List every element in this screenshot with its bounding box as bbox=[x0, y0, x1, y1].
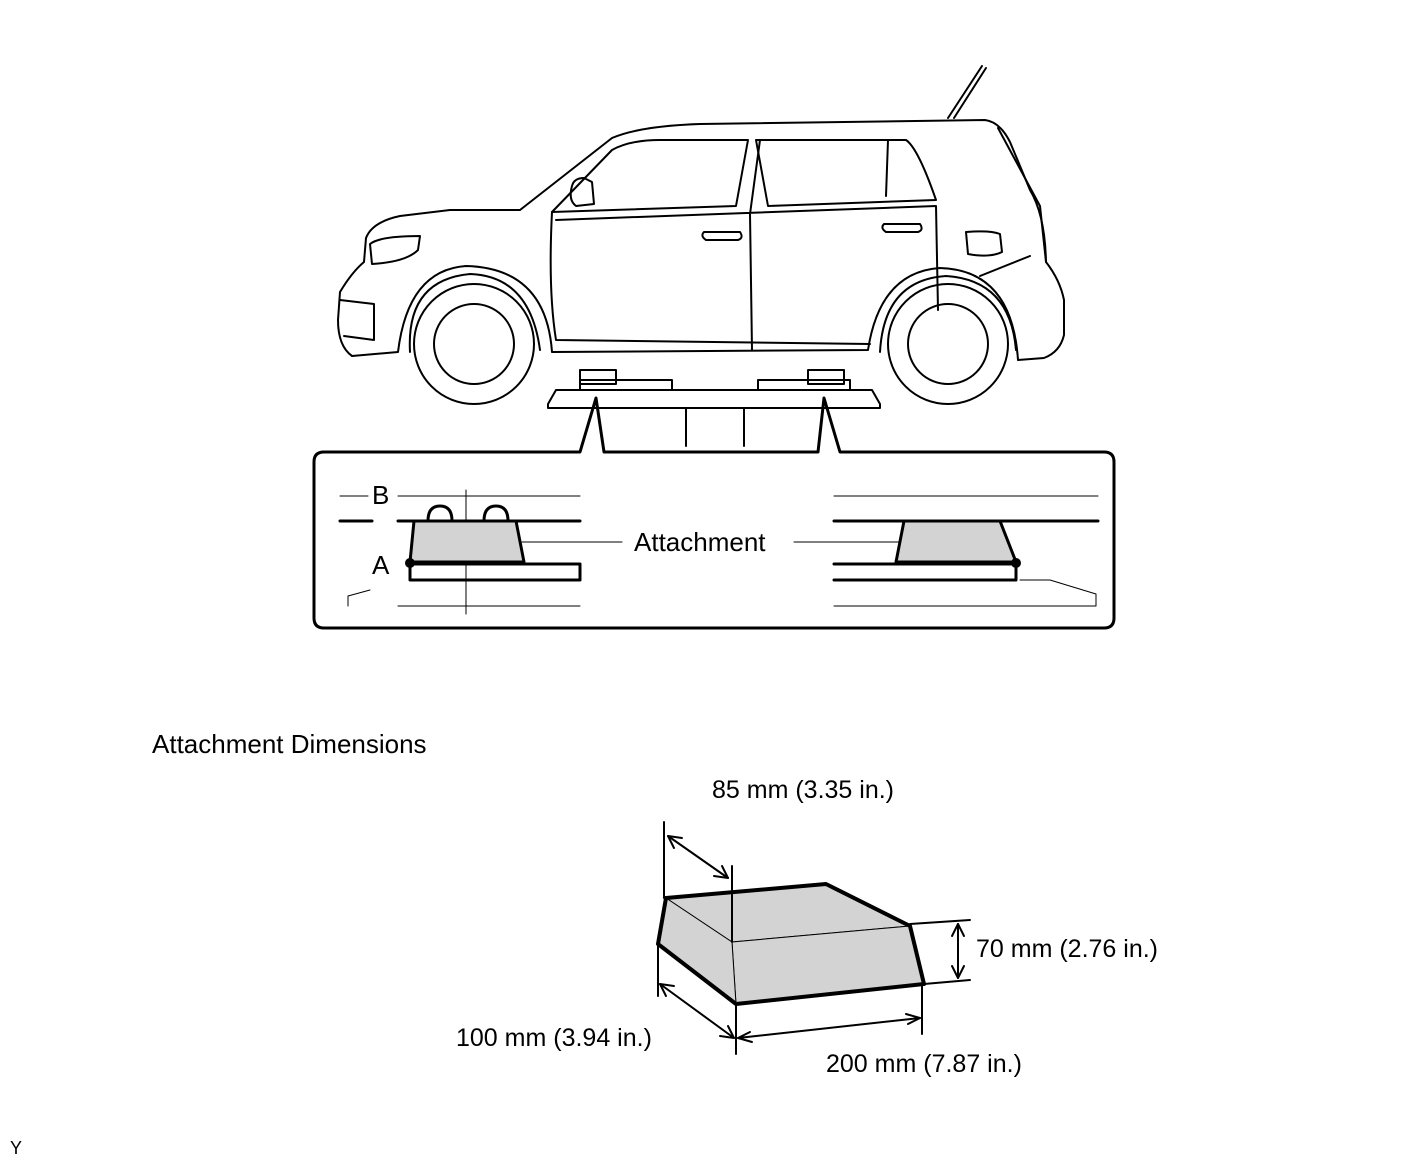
ref-line-bottom-right bbox=[833, 579, 1097, 607]
lift-arm-left bbox=[408, 562, 582, 582]
door-handle-front bbox=[701, 231, 743, 241]
front-wheel bbox=[408, 273, 541, 405]
point-marker-right bbox=[1011, 558, 1021, 568]
arrow-height-b bbox=[951, 965, 965, 979]
label-b: B bbox=[372, 480, 389, 510]
car-illustration bbox=[337, 65, 1065, 405]
lift-platform bbox=[547, 369, 881, 447]
footer-code: Y bbox=[10, 1138, 22, 1158]
rear-pillar bbox=[979, 127, 1047, 277]
dim-line-width bbox=[659, 983, 735, 1039]
arrow-length-b bbox=[905, 1013, 921, 1025]
front-window bbox=[551, 139, 749, 213]
dim-depth-label: 85 mm (3.35 in.) bbox=[712, 776, 894, 804]
arrow-height-a bbox=[951, 923, 965, 937]
attachment-block bbox=[656, 882, 926, 1006]
car-body-outline bbox=[337, 119, 1065, 361]
detail-left bbox=[338, 489, 623, 615]
tail-light bbox=[965, 230, 1003, 257]
detail-right bbox=[793, 495, 1100, 607]
door-handle-rear bbox=[881, 223, 923, 233]
section-heading: Attachment Dimensions bbox=[152, 729, 427, 759]
arrow-depth-b bbox=[713, 865, 729, 879]
ext-line-height-top bbox=[909, 919, 971, 925]
rear-window bbox=[755, 139, 937, 207]
front-bumper bbox=[339, 299, 375, 341]
dim-line-depth bbox=[667, 835, 729, 879]
side-mirror bbox=[569, 177, 595, 207]
attachment-right bbox=[894, 519, 1018, 564]
ext-line-height-bottom bbox=[923, 979, 971, 985]
lift-arm-right bbox=[832, 562, 1018, 582]
dim-length-label: 200 mm (7.87 in.) bbox=[826, 1050, 1022, 1078]
lift-deck bbox=[547, 389, 881, 409]
lift-pad-left bbox=[579, 369, 617, 385]
dimension-lines bbox=[657, 821, 971, 1055]
rear-quarter-line bbox=[885, 139, 889, 197]
attachment-left bbox=[408, 519, 526, 564]
arrow-width-a bbox=[659, 983, 675, 997]
lift-pad-right bbox=[807, 369, 845, 385]
headlight bbox=[369, 235, 421, 265]
callout-frame bbox=[312, 396, 1116, 630]
dim-line-length bbox=[737, 1017, 921, 1039]
ref-line-bottom-left bbox=[347, 589, 581, 607]
detail-callout: B A Attachment bbox=[312, 396, 1116, 630]
lift-column bbox=[685, 407, 745, 447]
pinch-weld-bumps bbox=[426, 504, 510, 523]
point-a-marker bbox=[405, 558, 415, 568]
arrow-width-b bbox=[719, 1025, 735, 1039]
arrow-length-a bbox=[737, 1031, 753, 1043]
arrow-depth-a bbox=[667, 835, 683, 849]
door-lines bbox=[549, 139, 939, 351]
antenna bbox=[947, 65, 987, 119]
attachment-label: Attachment bbox=[634, 527, 766, 557]
rear-wheel bbox=[879, 275, 1017, 405]
dim-width-label: 100 mm (3.94 in.) bbox=[456, 1024, 652, 1052]
dim-height-label: 70 mm (2.76 in.) bbox=[976, 935, 1158, 963]
label-a: A bbox=[372, 550, 390, 580]
